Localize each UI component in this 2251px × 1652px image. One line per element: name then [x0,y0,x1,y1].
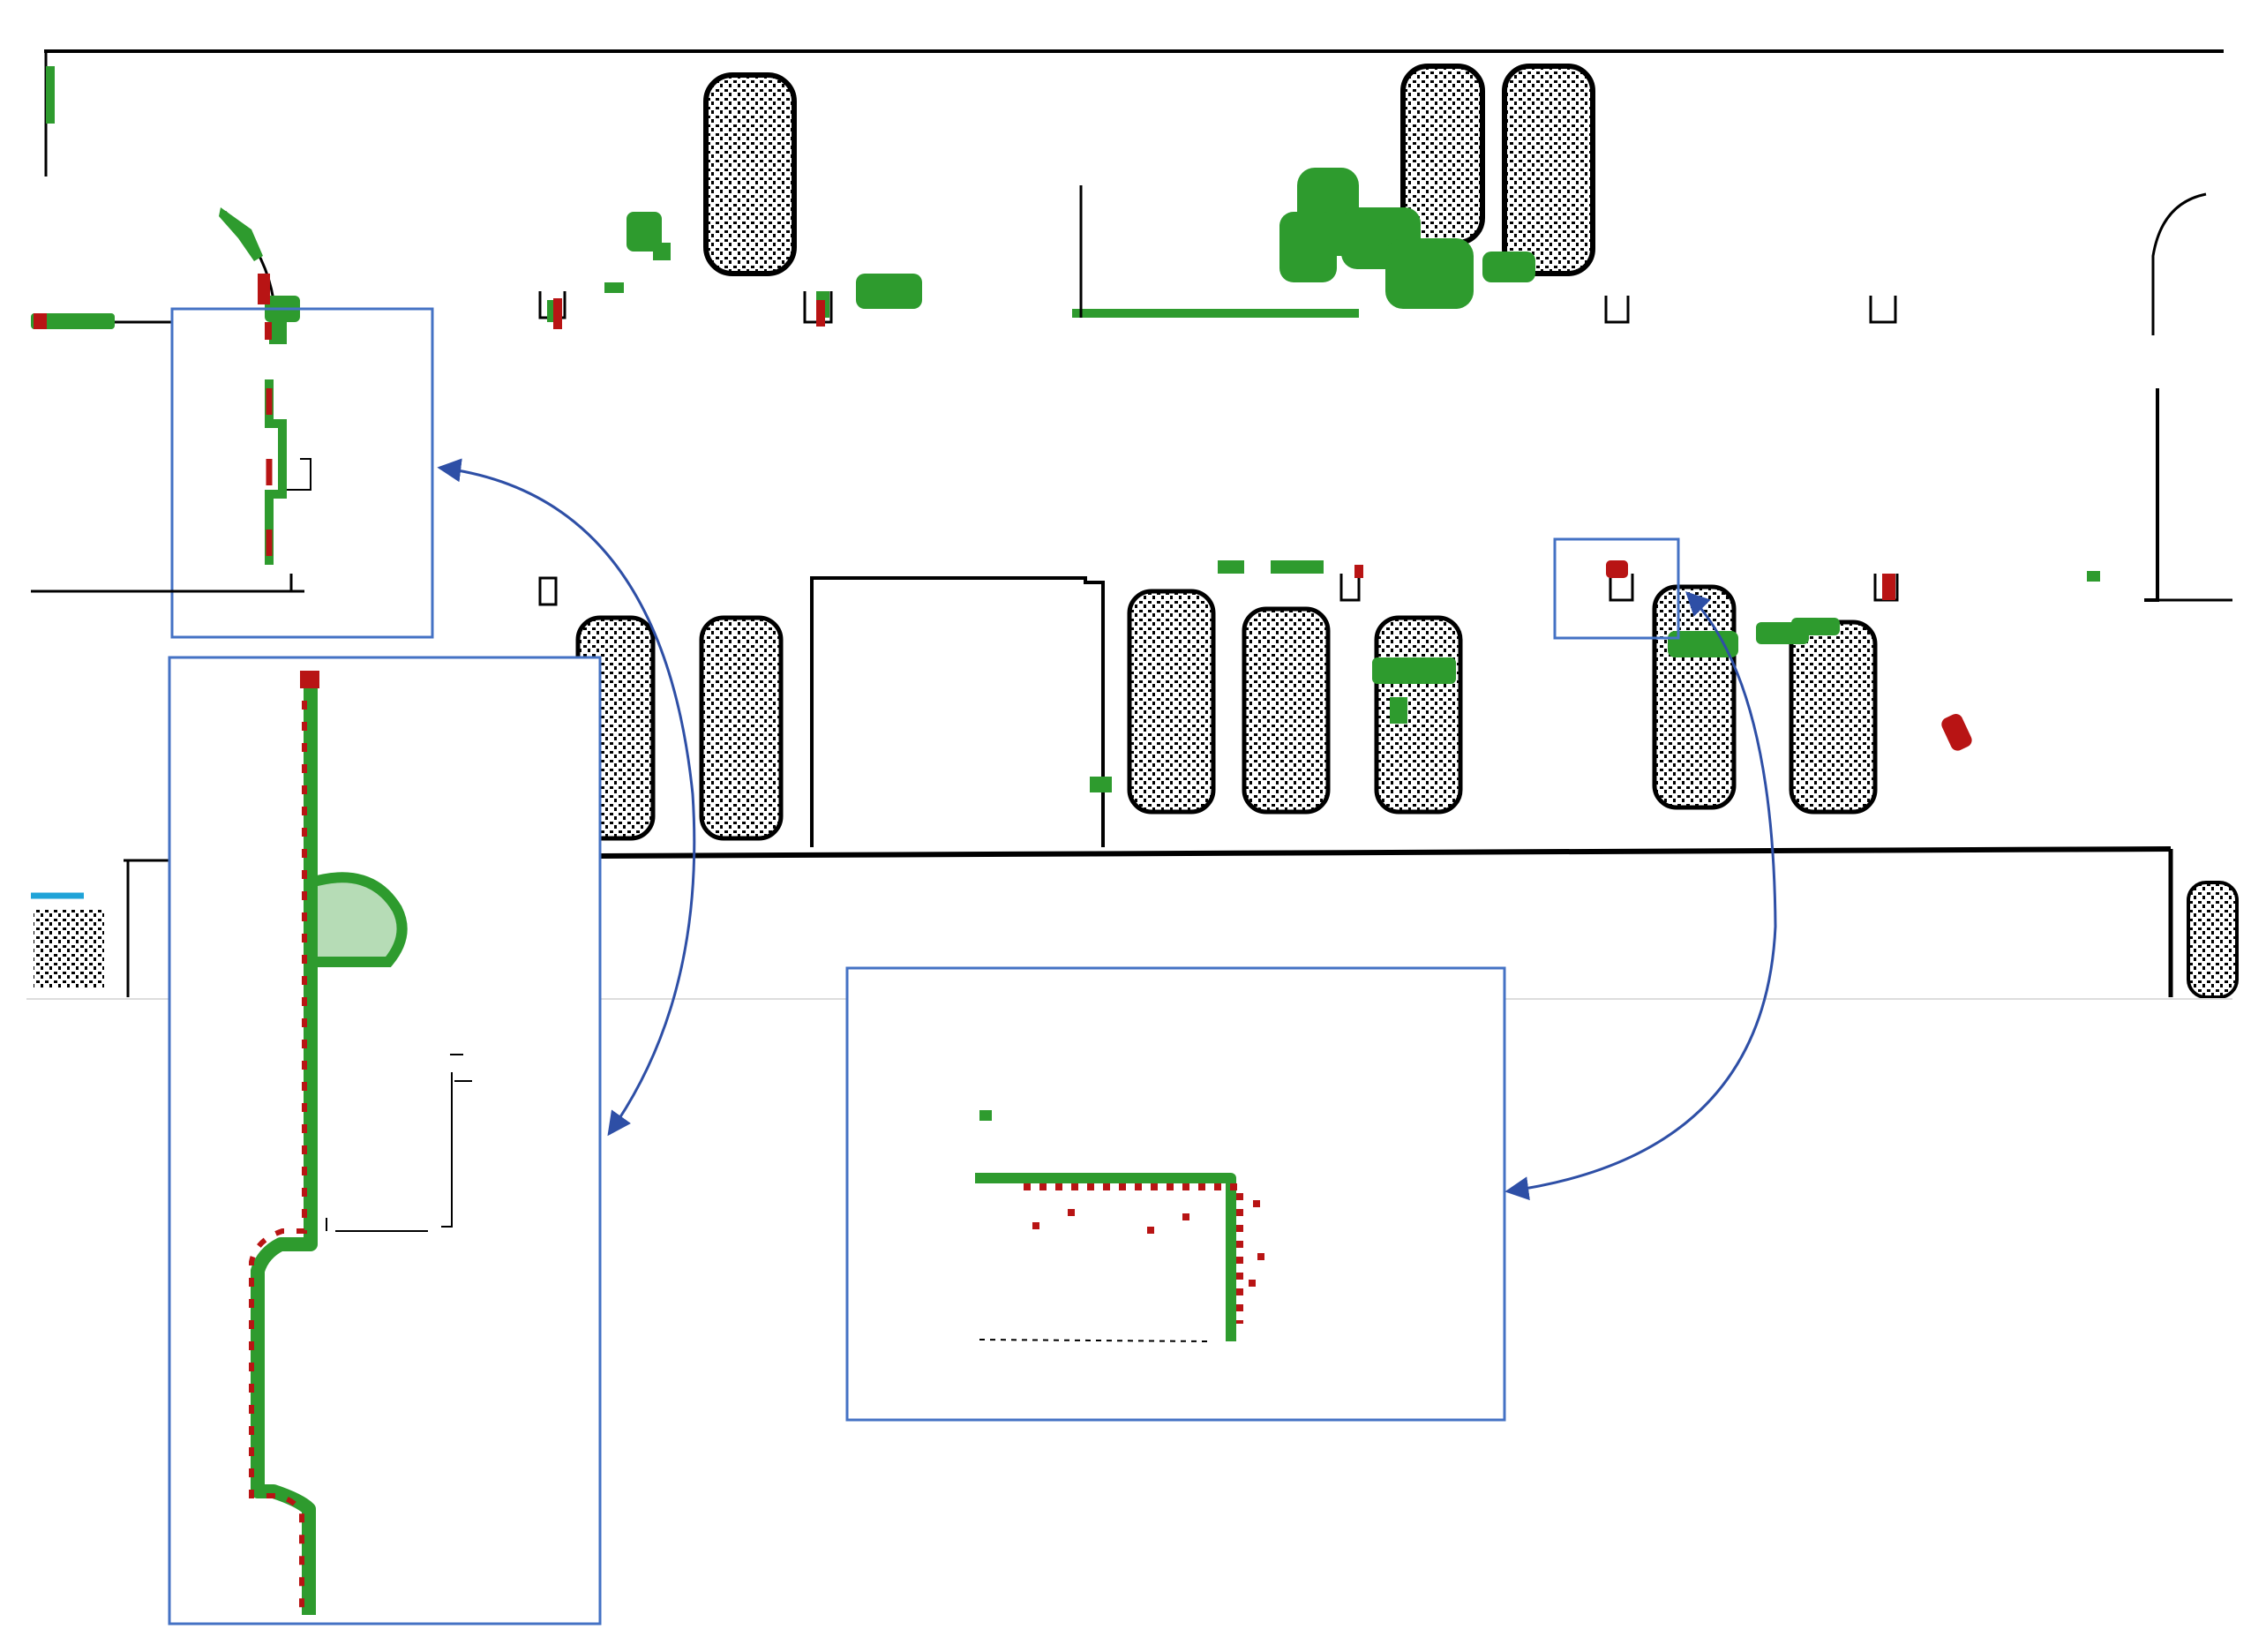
right-inset-green-start [979,1110,992,1121]
roi-left-content [31,379,311,593]
pillar-top-3 [1604,296,1630,324]
bottom-right-debris [2187,881,2239,999]
roi-box-left [170,307,434,639]
pillar-top-4 [1869,296,1897,324]
parked-car-mid-5 [1374,615,1463,815]
parked-car-mid-4 [1242,606,1331,815]
parked-car-mid-2 [699,615,784,841]
right-inset-frame [845,966,1506,1422]
middle-building-outline [810,576,1105,847]
bottom-left-debris [34,909,104,988]
left-inset-green-dome [309,872,408,967]
bottom-wall [599,846,2172,859]
right-inset-black-points [979,1339,1210,1342]
right-inset-red-path [1024,1183,1243,1324]
callout-arrow-right [1504,591,1777,1201]
right-inset-zoom [845,966,1506,1422]
left-inset-red-start [300,671,319,688]
red-patches [34,274,1972,751]
callout-arrow-left [437,458,696,1137]
parked-car-mid-7 [1789,620,1878,815]
green-patches [31,66,2100,792]
right-inset-green-path [975,1173,1236,1341]
parked-car-mid-6 [1652,584,1737,810]
parked-car-top-1 [703,72,797,276]
left-inset-frame [168,656,602,1626]
parked-car-mid-3 [1127,589,1216,815]
right-arch [2151,192,2207,335]
pillar-mid-2 [1339,574,1361,602]
left-inset-zoom [168,656,602,1626]
right-inset-red-scatter [1032,1200,1264,1287]
map-layer [26,49,2239,1000]
right-wall [2144,388,2159,602]
pillar-mid-1 [538,576,558,606]
parked-car-top-3 [1502,64,1595,276]
left-inset-green-path [251,675,318,1615]
